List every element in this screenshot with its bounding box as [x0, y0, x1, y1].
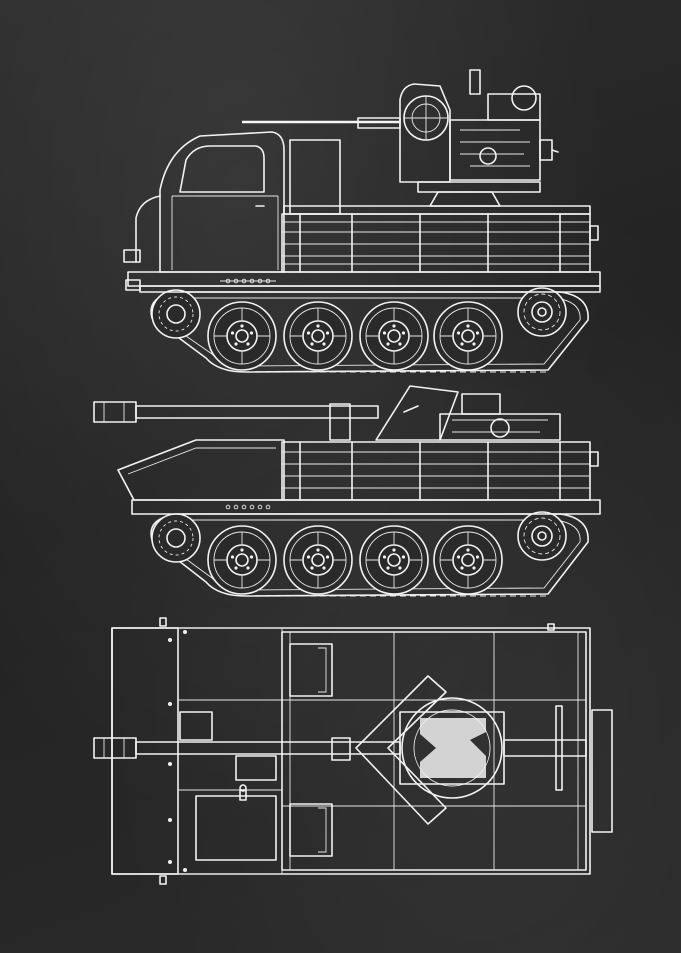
side-view-flak	[123, 69, 601, 373]
side-view-gun	[93, 385, 601, 597]
top-view-gun	[93, 617, 613, 885]
